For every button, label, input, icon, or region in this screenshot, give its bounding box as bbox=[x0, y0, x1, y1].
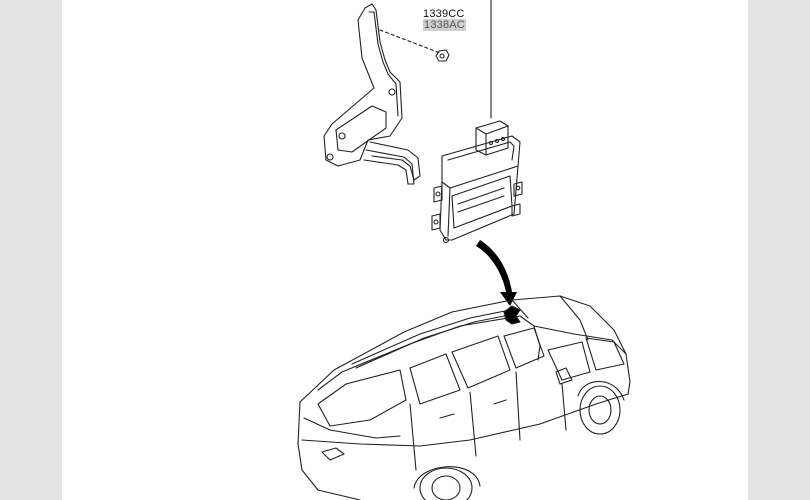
part-number-label-highlighted: 1338AC bbox=[423, 19, 466, 31]
bolt-fastener bbox=[379, 29, 450, 62]
location-arrow bbox=[476, 240, 517, 306]
diagram-sheet bbox=[62, 0, 748, 500]
ecu-module bbox=[431, 120, 523, 244]
part-number-label: 1339CC bbox=[423, 8, 465, 20]
vehicle-illustration bbox=[297, 295, 631, 500]
mounting-bracket bbox=[323, 3, 421, 185]
